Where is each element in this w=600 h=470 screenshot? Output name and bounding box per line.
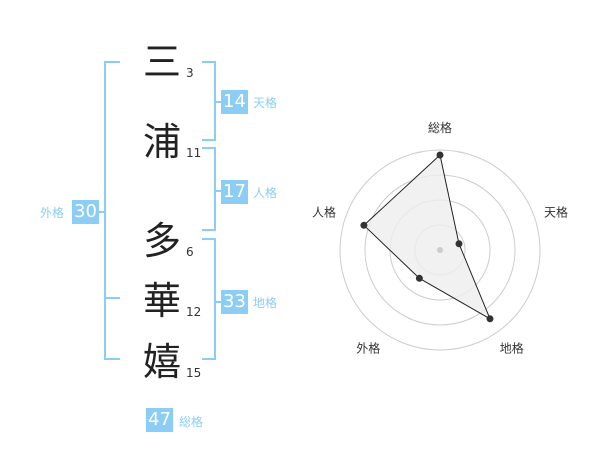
radar-axis-label-5: 人格: [312, 204, 336, 219]
stroke-count-3: 6: [186, 245, 194, 259]
radar-center-dot: [437, 247, 443, 253]
radar-point-5: [360, 221, 368, 229]
chikaku-score: 33: [221, 290, 248, 314]
jinkaku-bracket: [202, 147, 216, 231]
stroke-count-2: 11: [186, 146, 202, 160]
gaikaku-bracket-divider: [104, 297, 120, 299]
radar-area: [363, 154, 492, 320]
soukaku-score: 47: [146, 408, 173, 432]
chikaku-label: 地格: [253, 296, 278, 310]
tenkaku-label: 天格: [253, 96, 278, 110]
radar-point-2: [455, 240, 463, 248]
radar-ring-4: [339, 149, 541, 351]
chikaku-bracket: [202, 238, 216, 360]
gaikaku-bracket: [104, 61, 120, 360]
name-char-2: 浦: [142, 120, 181, 164]
soukaku-label: 総格: [179, 415, 204, 429]
name-char-3: 多: [142, 219, 181, 263]
radar-point-4: [415, 274, 423, 282]
radar-point-1: [436, 151, 444, 159]
radar-point-3: [486, 315, 494, 323]
radar-axis-label-2: 天格: [544, 204, 568, 219]
jinkaku-label: 人格: [253, 186, 278, 200]
name-char-1: 三: [142, 40, 181, 84]
tenkaku-bracket-connector: [214, 101, 222, 103]
radar-axis-label-1: 総格: [428, 120, 452, 135]
gaikaku-bracket-connector: [98, 211, 106, 213]
gaikaku-score: 30: [72, 200, 99, 224]
jinkaku-bracket-connector: [214, 190, 222, 192]
stroke-count-4: 12: [186, 305, 202, 319]
name-char-4: 華: [142, 279, 181, 323]
stroke-count-5: 15: [186, 366, 202, 380]
chikaku-bracket-connector: [214, 301, 222, 303]
tenkaku-score: 14: [221, 90, 248, 114]
jinkaku-score: 17: [221, 180, 248, 204]
gaikaku-label: 外格: [40, 206, 65, 220]
name-char-5: 嬉: [142, 340, 181, 384]
radar-axis-label-4: 外格: [356, 341, 380, 356]
radar-axis-label-3: 地格: [500, 341, 524, 356]
stroke-count-1: 3: [186, 66, 194, 80]
